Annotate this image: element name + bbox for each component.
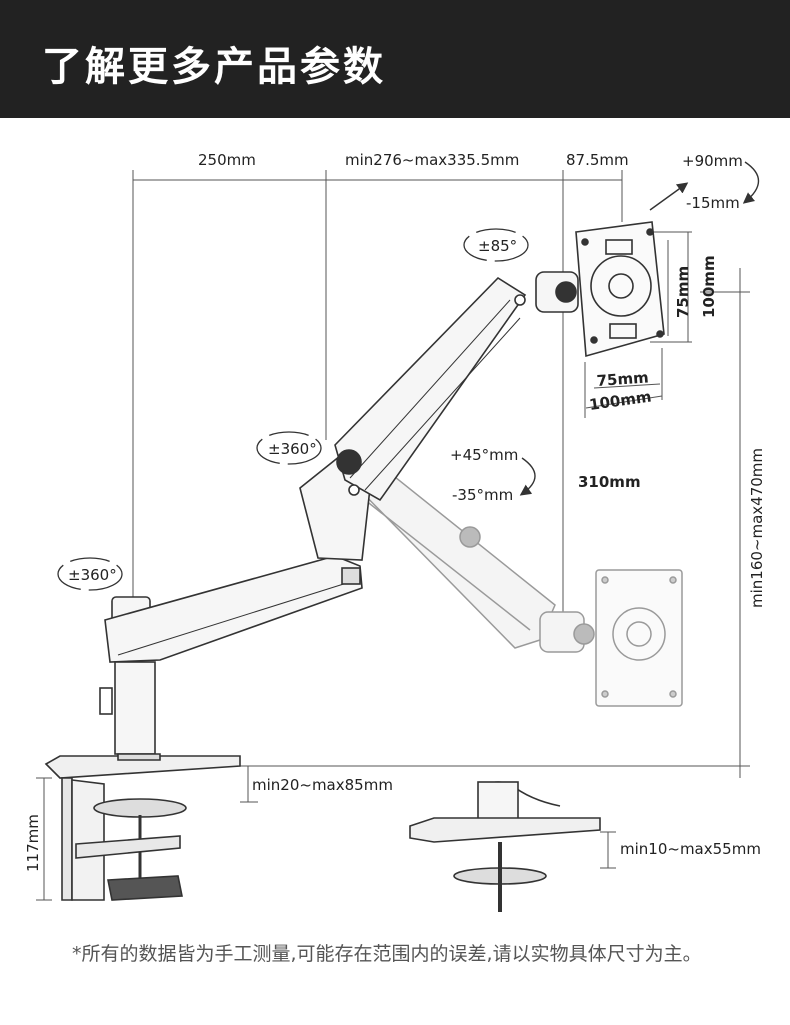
- monitor-arm-diagram: 250mm min276~max335.5mm 87.5mm +90mm -15…: [24, 151, 766, 912]
- footnote: *所有的数据皆为手工测量,可能存在范围内的误差,请以实物具体尺寸为主。: [72, 943, 702, 965]
- label-desk-thickness: min20~max85mm: [252, 776, 393, 794]
- ghost-arm: [348, 464, 683, 707]
- angle-arrow-icon: [519, 457, 536, 496]
- dimension-labels: 250mm min276~max335.5mm 87.5mm +90mm -15…: [24, 151, 766, 872]
- label-arm-length: min276~max335.5mm: [345, 151, 519, 169]
- rotation-badge-360-mid: [256, 431, 322, 465]
- label-rotation-360-mid: ±360°: [268, 440, 317, 458]
- grommet-mount: [409, 781, 601, 912]
- label-117mm: 117mm: [24, 814, 42, 872]
- dimension-lines: [36, 170, 750, 901]
- tilt-arrow-icon: [649, 161, 760, 211]
- label-87-5mm: 87.5mm: [566, 151, 629, 169]
- label-rotation-360-base: ±360°: [68, 566, 117, 584]
- label-grommet-thickness: min10~max55mm: [620, 840, 761, 858]
- page-title: 了解更多产品参数: [42, 44, 386, 90]
- label-vesa-75-vertical: 75mm: [674, 266, 692, 318]
- main-arm: [44, 221, 665, 901]
- label-vesa-100-horizontal: 100mm: [588, 387, 652, 414]
- label-250mm: 250mm: [198, 151, 256, 169]
- label-swivel-85: ±85°: [478, 237, 517, 255]
- header-bar: 了解更多产品参数: [0, 0, 790, 118]
- rotation-badge-360-base: [57, 557, 123, 591]
- label-vesa-75-horizontal: 75mm: [596, 368, 649, 390]
- label-angle-up: +45°mm: [450, 446, 518, 464]
- label-310mm: 310mm: [578, 473, 641, 491]
- label-tilt-up: +90mm: [682, 152, 743, 170]
- label-angle-down: -35°mm: [452, 486, 513, 504]
- label-height-range: min160~max470mm: [748, 448, 766, 608]
- label-vesa-100-vertical: 100mm: [700, 255, 718, 318]
- rotation-badge-85: [463, 228, 529, 262]
- label-tilt-down: -15mm: [686, 194, 740, 212]
